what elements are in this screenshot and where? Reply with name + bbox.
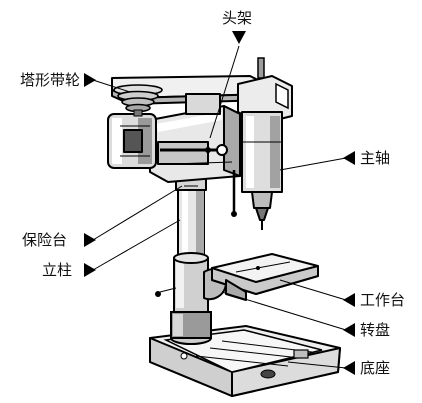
pointer-column-icon xyxy=(84,263,96,277)
label-base: 底座 xyxy=(360,359,391,377)
leader-pulley xyxy=(92,79,131,93)
pointer-head-icon xyxy=(232,31,246,44)
leader-collar xyxy=(92,185,183,241)
stepped-pulley-drawing xyxy=(113,84,163,117)
pointer-table-icon xyxy=(343,293,355,307)
leader-head xyxy=(209,45,240,139)
pointer-turntable-icon xyxy=(343,323,355,337)
pointer-base-icon xyxy=(343,361,355,375)
pointer-pulley-icon xyxy=(84,73,96,87)
label-head: 头架 xyxy=(222,9,253,27)
head-drawing xyxy=(149,105,241,183)
motor-drawing xyxy=(107,113,157,169)
label-column: 立柱 xyxy=(42,261,73,279)
label-turntable: 转盘 xyxy=(360,321,391,339)
work-table-drawing xyxy=(211,253,319,301)
pointer-spindle-icon xyxy=(343,151,355,165)
leader-turntable xyxy=(221,291,347,331)
label-spindle: 主轴 xyxy=(360,149,391,167)
label-pulley: 塔形带轮 xyxy=(20,71,81,89)
turntable-drawing xyxy=(155,252,227,313)
pointer-collar-icon xyxy=(84,233,96,247)
pointer-triangles xyxy=(84,31,355,375)
label-collar: 保险台 xyxy=(22,231,68,249)
leader-spindle xyxy=(279,157,347,171)
leader-column xyxy=(92,219,181,271)
leader-lines xyxy=(92,45,347,369)
leader-base xyxy=(287,361,347,369)
spindle-housing-drawing xyxy=(231,57,293,230)
label-table: 工作台 xyxy=(360,291,406,309)
leader-table xyxy=(279,279,347,301)
